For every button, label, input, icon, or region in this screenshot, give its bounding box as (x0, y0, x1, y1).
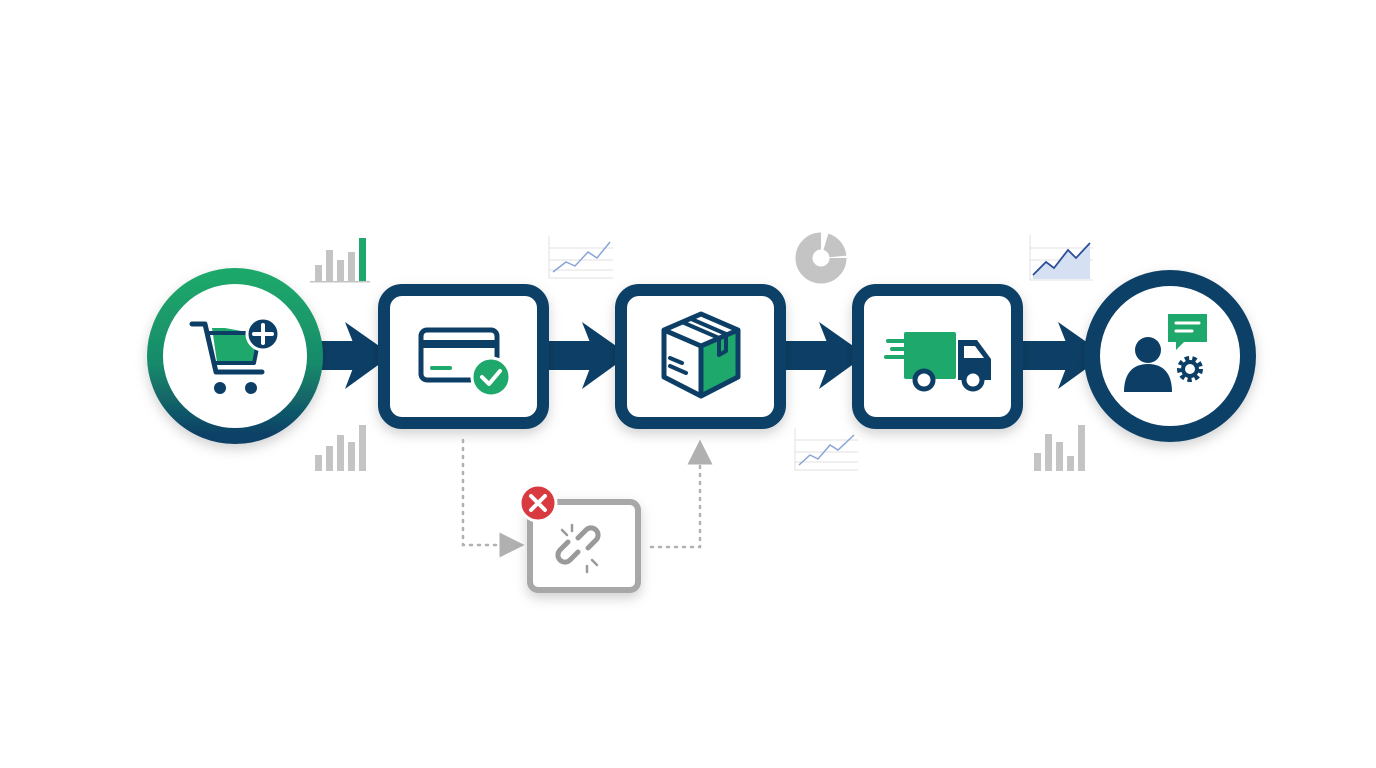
line-chart-icon (794, 428, 858, 471)
error-x-icon (518, 483, 558, 523)
failure-node[interactable] (518, 483, 641, 593)
delivery-truck-icon (884, 332, 991, 392)
pie-chart-icon (795, 232, 847, 284)
bar-chart-icon (310, 238, 370, 283)
step-customer-support[interactable] (1084, 270, 1256, 442)
broken-link-icon (555, 523, 601, 574)
package-box-icon (661, 311, 741, 399)
step-add-to-cart[interactable] (147, 268, 323, 444)
user-chat-gear-icon (1124, 314, 1207, 392)
area-chart-icon (1029, 235, 1093, 281)
flow-arrow (540, 322, 629, 389)
step-packaging[interactable] (615, 284, 786, 429)
line-chart-icon (548, 236, 613, 279)
step-payment[interactable] (378, 284, 549, 429)
step-shipping[interactable] (852, 284, 1023, 429)
bar-chart-icon (1034, 425, 1085, 471)
shopping-cart-plus-icon (189, 316, 281, 394)
flow-arrow (1014, 322, 1105, 389)
credit-card-check-icon (418, 327, 512, 398)
bar-chart-icon (315, 425, 366, 471)
flow-arrow (777, 322, 866, 389)
failure-path (461, 438, 713, 558)
